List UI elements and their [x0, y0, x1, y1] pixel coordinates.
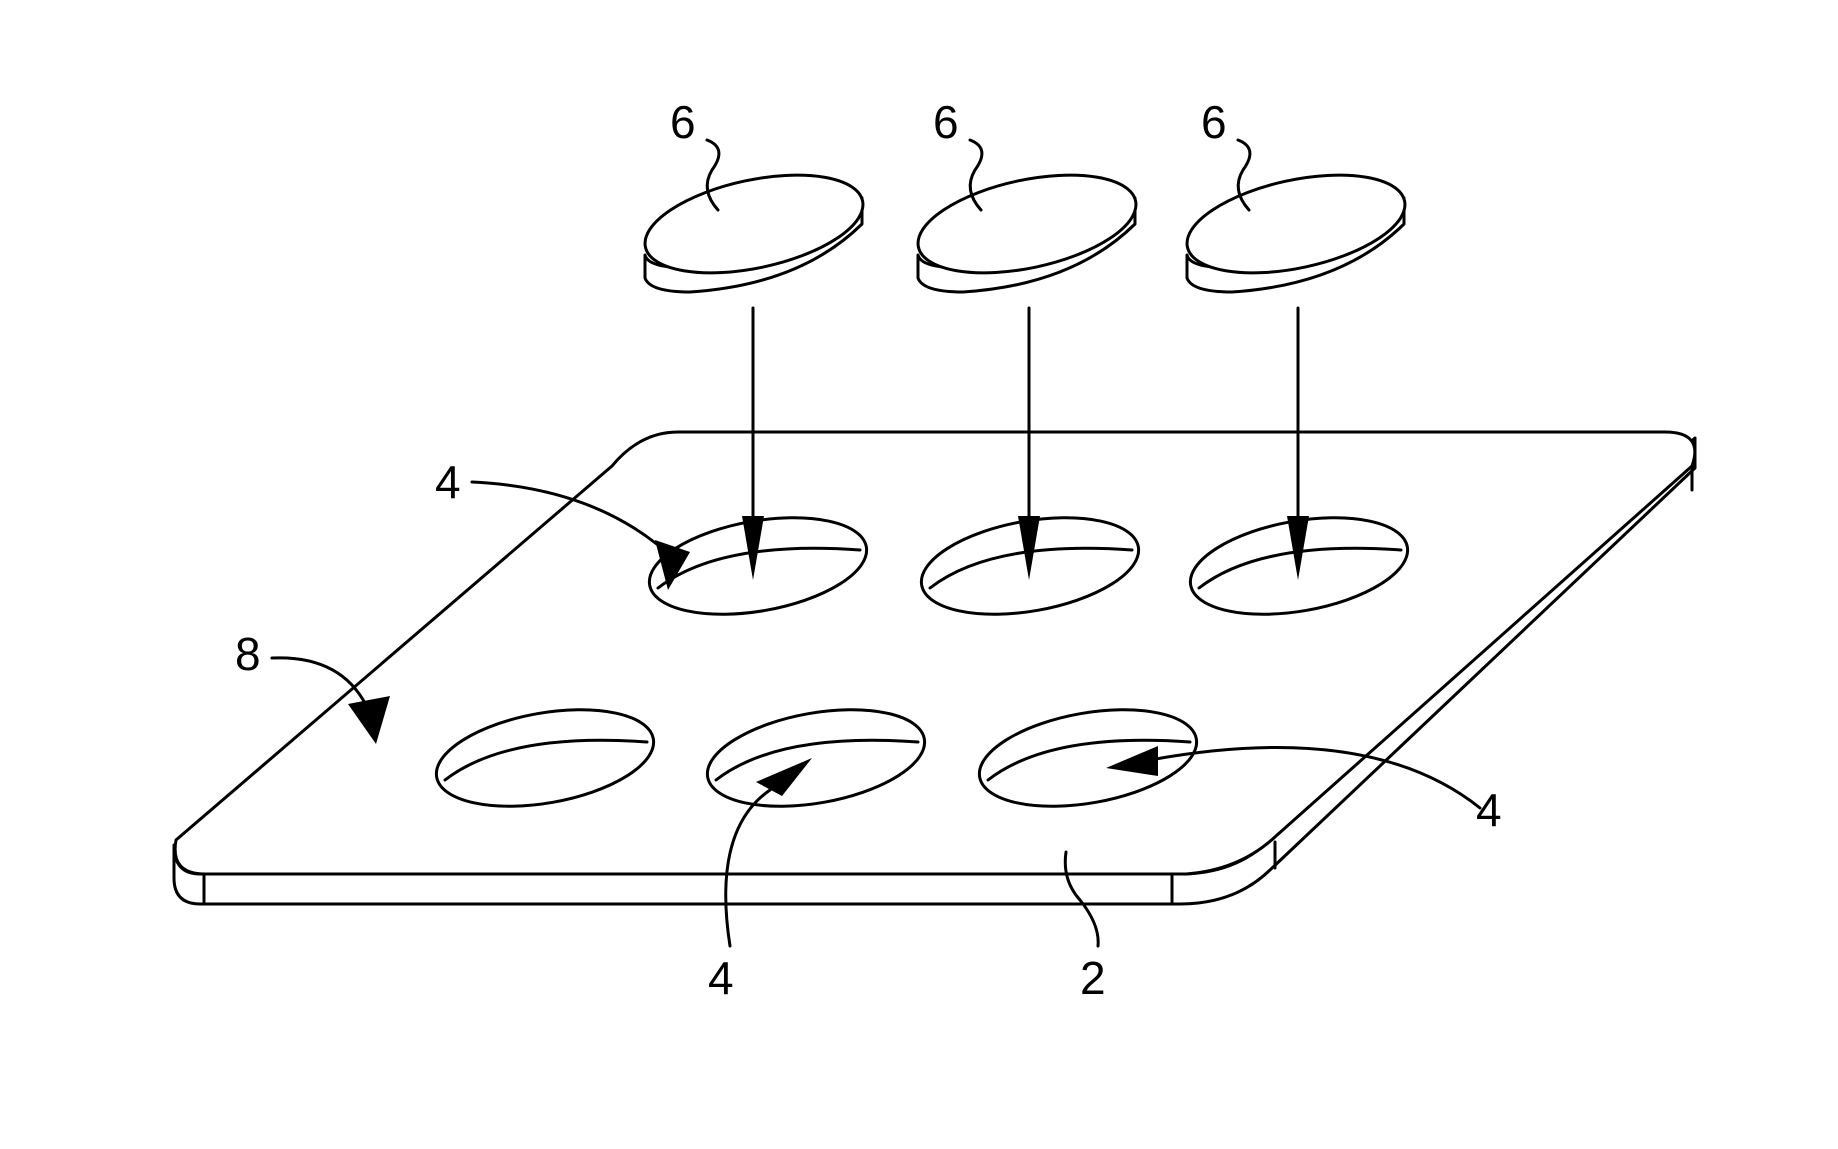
- label-plate-surface: 8: [235, 628, 261, 680]
- label-recess-bottom-right: 4: [1476, 784, 1502, 836]
- tablet-2: [909, 158, 1144, 292]
- label-recess-bottom-middle: 4: [708, 952, 734, 1004]
- label-plate: 2: [1080, 952, 1106, 1004]
- plate: [174, 432, 1695, 904]
- tablet-1: [636, 158, 871, 292]
- plate-top-surface: [175, 432, 1695, 874]
- label-recess-top-left: 4: [435, 456, 461, 508]
- label-tablet-1: 6: [670, 96, 696, 148]
- label-tablet-3: 6: [1201, 96, 1227, 148]
- label-tablet-2: 6: [933, 96, 959, 148]
- tablet-3: [1178, 158, 1413, 292]
